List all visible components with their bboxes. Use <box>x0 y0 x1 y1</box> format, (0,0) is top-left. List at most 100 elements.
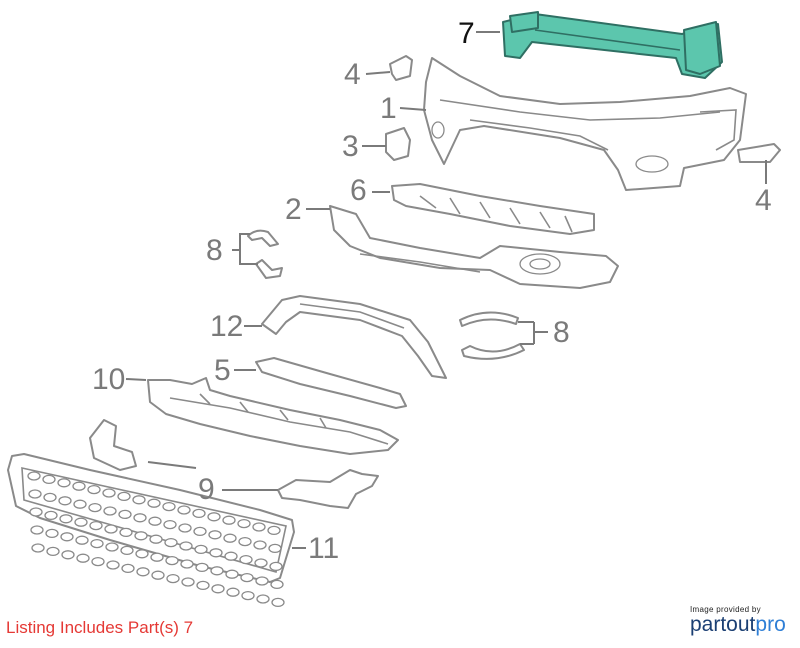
grille-opening <box>118 509 132 520</box>
part-8-clips-left[interactable] <box>247 229 283 279</box>
grille-opening <box>104 524 118 534</box>
part-6-absorber-bracket[interactable] <box>391 183 595 235</box>
grille-opening <box>270 579 284 590</box>
grille-opening <box>43 492 57 503</box>
grille-opening <box>237 518 251 529</box>
grille-opening <box>119 527 133 538</box>
callout-2[interactable]: 2 <box>285 193 302 226</box>
grille-opening <box>193 526 207 537</box>
grille-opening <box>76 553 90 563</box>
grille-opening <box>194 544 208 555</box>
grille-opening <box>74 517 88 527</box>
grille-opening <box>121 563 135 574</box>
grille-opening <box>105 542 119 552</box>
grille-opening <box>254 558 268 568</box>
grille-opening <box>75 535 89 545</box>
grille-opening <box>136 567 150 577</box>
grille-opening <box>211 584 225 594</box>
part-9-bracket-left[interactable] <box>89 419 137 471</box>
callout-6[interactable]: 6 <box>350 174 367 207</box>
part-8-clips-right[interactable] <box>459 311 525 360</box>
grille-opening <box>222 515 236 525</box>
grille-opening <box>133 513 147 523</box>
callout-12[interactable]: 12 <box>210 310 243 343</box>
grille-opening <box>117 491 131 502</box>
grille-opening <box>58 496 72 506</box>
grille-opening <box>44 510 58 521</box>
grille-opening <box>177 505 191 515</box>
grille-opening <box>29 507 43 517</box>
grille-opening <box>120 545 134 556</box>
leader-lines <box>125 31 767 549</box>
grille-opening <box>165 555 179 566</box>
grille-opening <box>210 566 224 576</box>
part-1-bumper-fascia[interactable] <box>423 57 747 191</box>
grille-opening <box>225 569 239 579</box>
part-5-molding[interactable] <box>255 357 407 409</box>
callout-1[interactable]: 1 <box>380 92 397 125</box>
part-11-grille[interactable] <box>7 453 295 608</box>
grille-opening <box>252 522 266 532</box>
grille-opening <box>57 478 71 488</box>
grille-opening <box>163 519 177 530</box>
grille-opening <box>88 502 102 513</box>
grille-opening <box>147 498 161 508</box>
grille-opening <box>135 549 149 559</box>
grille-opening <box>253 540 267 550</box>
grille-opening <box>45 528 59 539</box>
image-credit: Image provided by <box>690 605 761 614</box>
grille-opening <box>148 516 162 526</box>
grille-opening <box>178 523 192 533</box>
part-4-clip-right[interactable] <box>737 143 781 163</box>
grille-opening <box>149 534 163 544</box>
part-10-lower-deflector[interactable] <box>147 377 399 455</box>
part-9-bracket-right[interactable] <box>277 469 379 509</box>
part-2-lower-fascia[interactable] <box>329 205 619 289</box>
grille-opening <box>30 525 44 535</box>
callout-9[interactable]: 9 <box>198 473 215 506</box>
grille-opening <box>255 576 269 586</box>
callout-3[interactable]: 3 <box>342 130 359 163</box>
grille-opening <box>162 501 176 512</box>
grille-opening <box>269 561 283 572</box>
part-3-cap[interactable] <box>385 127 411 161</box>
grille-opening <box>207 512 221 522</box>
grille-opening <box>91 556 105 567</box>
callout-10[interactable]: 10 <box>92 363 125 396</box>
callout-4-left[interactable]: 4 <box>344 58 361 91</box>
grille-opening <box>89 520 103 531</box>
grille-opening <box>268 543 282 554</box>
grille-opening <box>241 590 255 601</box>
part-12-lower-trim[interactable] <box>261 295 447 379</box>
grille-opening <box>226 587 240 597</box>
callouts: 7 4 1 3 4 6 2 8 8 12 5 10 9 11 <box>92 17 772 565</box>
grille-opening <box>151 570 165 580</box>
callout-11[interactable]: 11 <box>308 532 339 565</box>
grille-opening <box>134 531 148 541</box>
grille-opening <box>180 559 194 569</box>
grille-opening <box>28 489 42 499</box>
callout-5[interactable]: 5 <box>214 354 231 387</box>
callout-4-right[interactable]: 4 <box>755 184 772 217</box>
logo-part2: pro <box>755 613 786 636</box>
listing-note: Listing Includes Part(s) 7 <box>6 618 194 637</box>
grille-opening <box>196 580 210 591</box>
grille-opening <box>240 572 254 583</box>
callout-7[interactable]: 7 <box>458 17 475 50</box>
callout-8-right[interactable]: 8 <box>553 316 570 349</box>
grille-opening <box>192 508 206 519</box>
grille-opening <box>238 536 252 547</box>
grille-opening <box>42 474 56 485</box>
grille-opening <box>60 532 74 542</box>
grille-opening <box>195 562 209 573</box>
part-7-reinforcement-bar[interactable] <box>502 11 723 79</box>
grille-opening <box>223 533 237 543</box>
callout-8-left[interactable]: 8 <box>206 234 223 267</box>
grille-opening <box>90 538 104 549</box>
grille-opening <box>106 560 120 570</box>
grille-opening <box>73 499 87 509</box>
logo-part1: partout <box>690 613 756 636</box>
grille-opening <box>27 471 41 481</box>
part-4-clip-left[interactable] <box>389 55 413 81</box>
